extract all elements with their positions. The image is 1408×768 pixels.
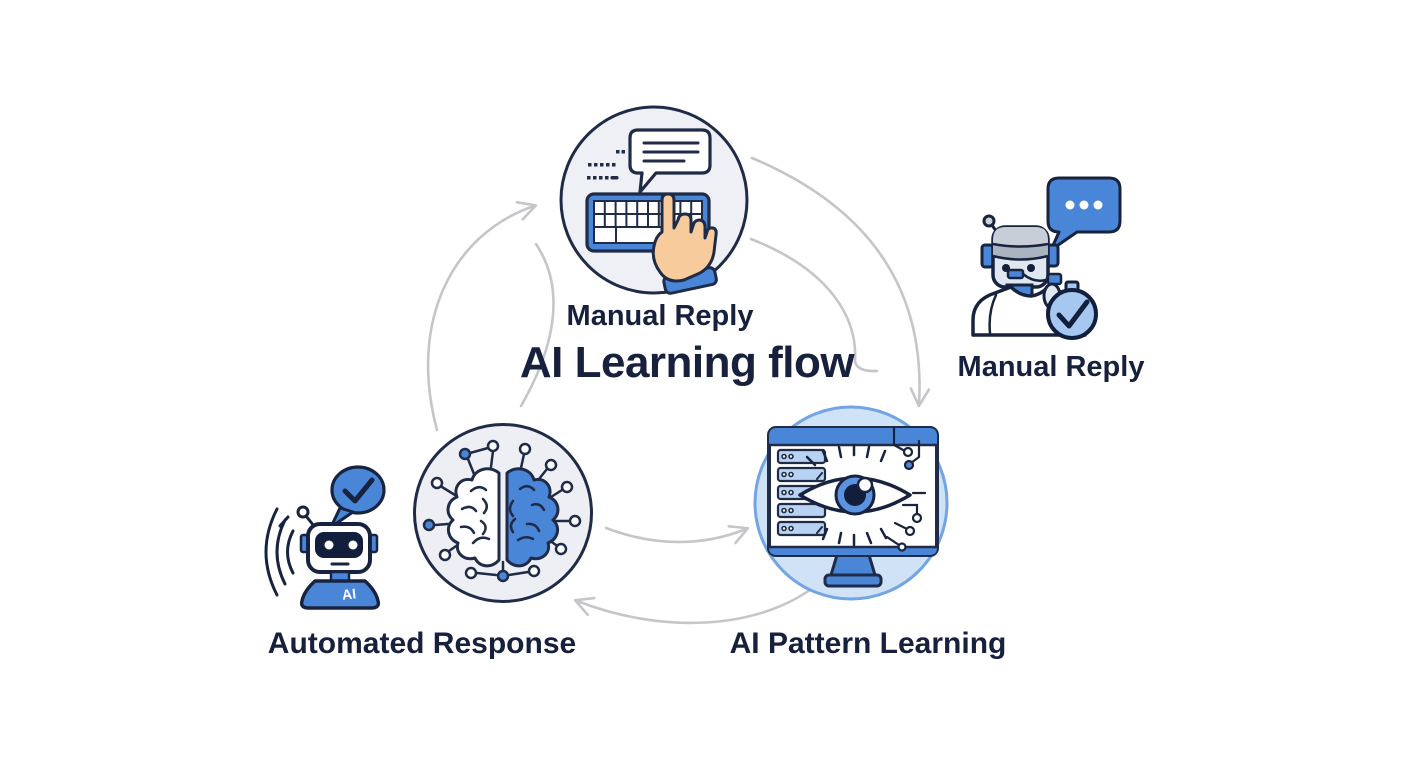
rays (805, 443, 888, 547)
node-ai-pattern-learning (753, 405, 949, 601)
agent-illustration (960, 170, 1160, 345)
check-stopwatch-icon (1046, 280, 1098, 340)
robot-chest-text: AI (341, 585, 357, 602)
arrow-inner-right (749, 237, 879, 373)
dots-bubble-icon (1046, 176, 1122, 252)
typing-dots (587, 150, 625, 180)
arrow-manual-to-pattern (750, 156, 931, 408)
node-manual-reply (558, 104, 750, 296)
arrow-pattern-to-automated (573, 585, 816, 625)
eye-icon (798, 474, 912, 516)
arrow-automated-to-manual (426, 201, 538, 432)
circuit-traces-icon (885, 426, 927, 547)
label-ai-pattern-learning: AI Pattern Learning (729, 627, 1007, 660)
robot-illustration: AI (252, 458, 392, 618)
manual-reply-icon (559, 105, 749, 295)
soundwave-icon (264, 507, 295, 597)
chat-bubble-icon (628, 128, 712, 194)
typing-hand-icon (651, 192, 718, 295)
label-automated-response: Automated Response (267, 627, 577, 660)
brain-circuit-icon (413, 423, 593, 603)
monitor-icon (753, 405, 949, 601)
support-agent-icon (971, 176, 1122, 340)
headset-icon (980, 243, 1060, 269)
page-title: AI Learning flow (519, 338, 855, 387)
check-bubble-icon (329, 465, 386, 529)
robot-icon: AI (264, 465, 386, 610)
arrow-inner-left (519, 242, 555, 408)
label-manual-reply-agent: Manual Reply (957, 351, 1145, 383)
label-manual-reply-top: Manual Reply (566, 300, 754, 332)
node-automated-response (411, 421, 595, 605)
arrow-automated-to-pattern (604, 524, 750, 545)
